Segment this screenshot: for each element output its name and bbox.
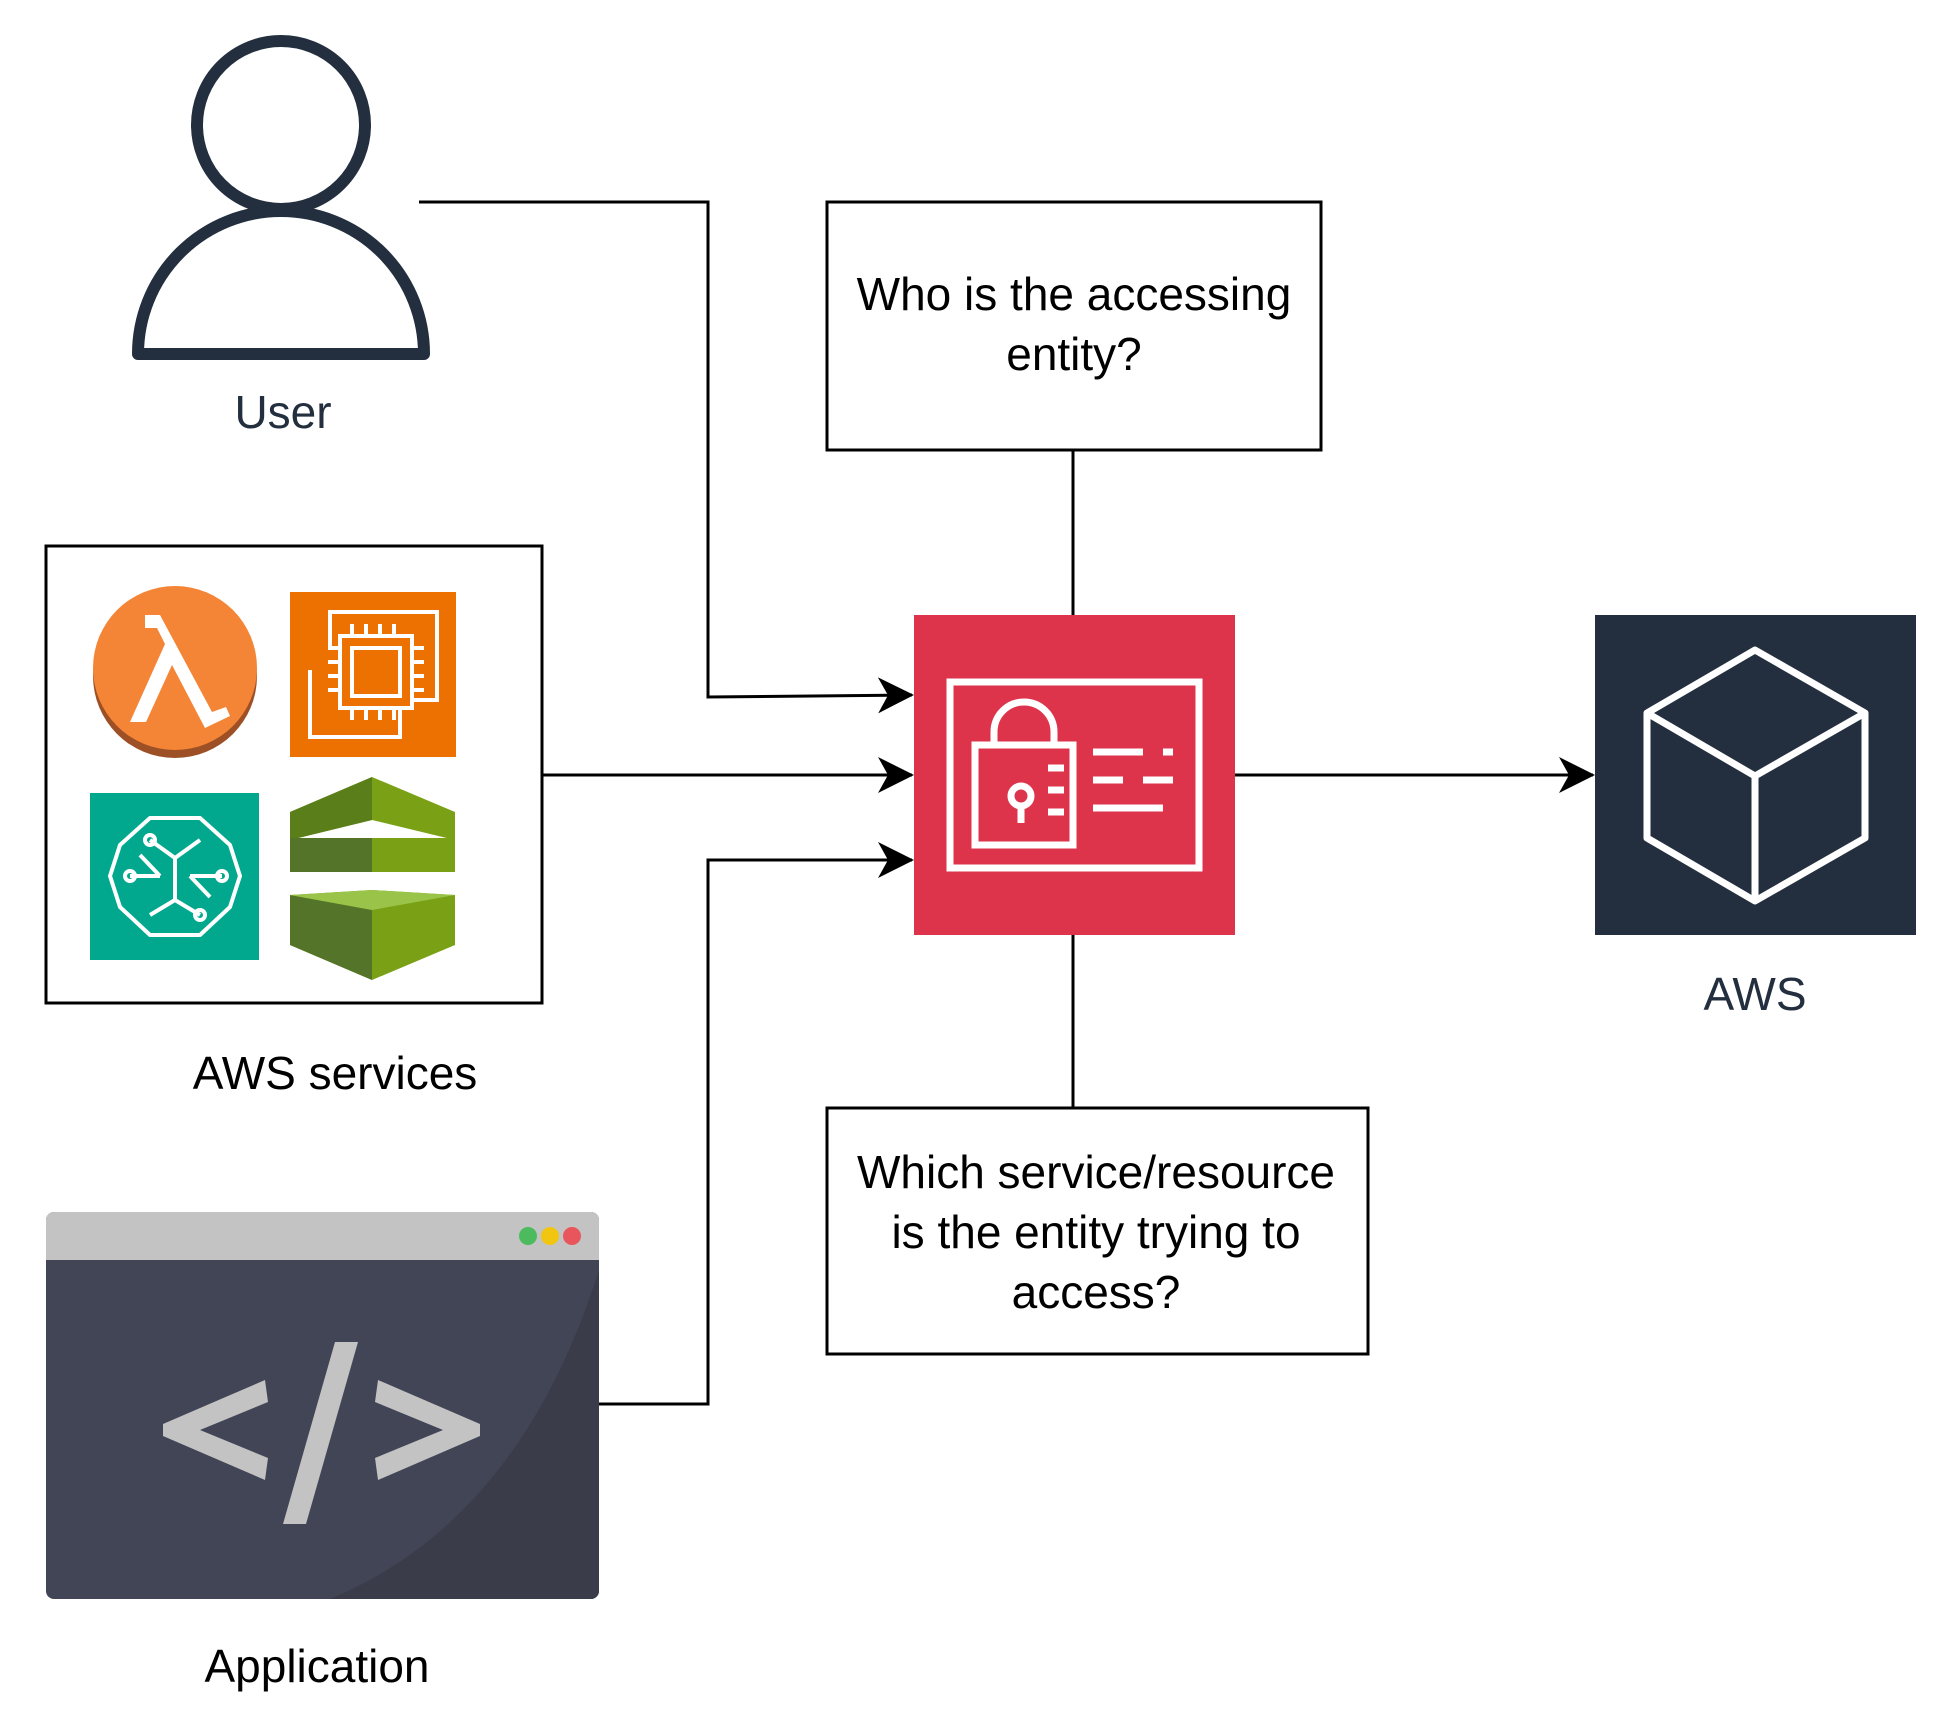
which-question-line-1: Which service/resource <box>857 1146 1335 1198</box>
code-window-icon <box>46 1212 599 1599</box>
lambda-icon <box>93 586 257 758</box>
aws-cube-icon <box>1595 615 1916 935</box>
connectors <box>419 200 1595 1406</box>
aws-label: AWS <box>1703 968 1806 1020</box>
ec2-icon <box>290 592 456 757</box>
which-question-line-2: is the entity trying to <box>891 1206 1300 1258</box>
iam-identity-icon <box>914 615 1235 935</box>
window-dot-green <box>519 1227 537 1245</box>
who-question-line-1: Who is the accessing <box>857 268 1292 320</box>
window-dot-red <box>563 1227 581 1245</box>
aws-services-label: AWS services <box>193 1047 478 1099</box>
user-to-iam-connector <box>419 200 914 714</box>
who-question-box <box>825 200 1323 452</box>
sagemaker-icon <box>90 793 259 960</box>
window-dot-yellow <box>541 1227 559 1245</box>
who-question-line-2: entity? <box>1006 328 1142 380</box>
which-question-box <box>825 1106 1370 1356</box>
user-label: User <box>234 386 331 438</box>
storage-gateway-icon <box>290 777 455 980</box>
which-question-line-3: access? <box>1012 1266 1181 1318</box>
application-to-iam-connector <box>599 842 914 1406</box>
user-icon <box>132 35 430 360</box>
application-label: Application <box>204 1640 429 1692</box>
